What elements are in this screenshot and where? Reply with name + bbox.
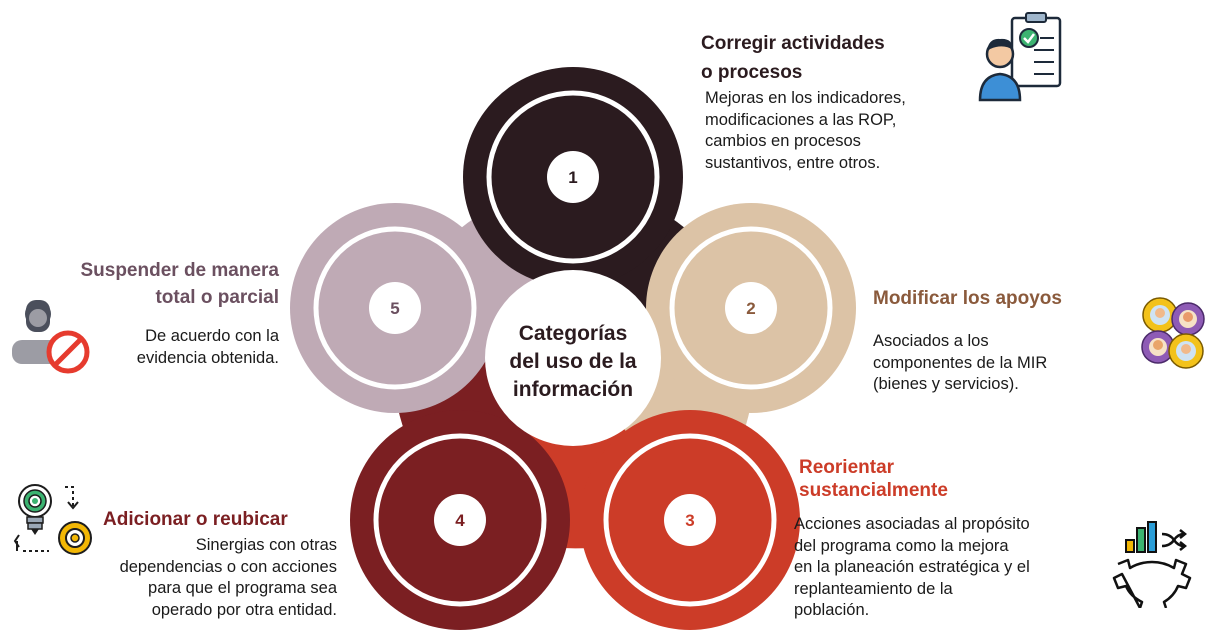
petal-1-ring: [486, 90, 660, 264]
petal-1-badge: [547, 151, 599, 203]
petal-3-ring: [603, 433, 777, 607]
category-2-desc-line: componentes de la MIR: [873, 353, 1048, 372]
category-3-title-line1: Reorientar: [799, 457, 895, 478]
category-3-desc-line: del programa como la mejora: [794, 536, 1009, 555]
petal-2-number: 2: [746, 299, 755, 318]
petal-4-ring: [373, 433, 547, 607]
chart-gear-icon: [1112, 521, 1192, 608]
petal-4-badge: [434, 494, 486, 546]
category-1-desc-line: cambios en procesos: [705, 132, 861, 150]
bulb-gear-icon: [13, 484, 92, 555]
category-1-description: Mejoras en los indicadores, modificacion…: [705, 88, 975, 174]
category-5-title: Suspender de manera total o parcial: [20, 259, 279, 309]
category-5-title-line2: total o parcial: [155, 287, 279, 308]
category-1-desc-line: modificaciones a las ROP,: [705, 110, 897, 129]
category-3-title: Reorientar sustancialmente: [799, 456, 1039, 502]
center-label-line1: Categorías: [519, 322, 628, 345]
petal-4-number: 4: [455, 511, 465, 530]
checklist-person-icon: [978, 12, 1062, 102]
category-2-title: Modificar los apoyos: [873, 288, 1062, 309]
category-3-desc-line: replanteamiento de la: [794, 579, 953, 598]
category-3-desc-line: población.: [794, 601, 870, 619]
petal-1: 1: [463, 67, 683, 287]
category-4-title: Adicionar o reubicar: [103, 509, 288, 530]
category-4-desc-line: Sinergias con otras: [195, 536, 337, 554]
category-5-description: De acuerdo con la evidencia obtenida.: [80, 326, 279, 369]
category-2-description: Asociados a los componentes de la MIR (b…: [873, 331, 1103, 396]
petal-3-badge: [664, 494, 716, 546]
category-3-description: Acciones asociadas al propósito del prog…: [794, 514, 1094, 622]
petal-5-number: 5: [390, 299, 399, 318]
center-label-line3: información: [513, 378, 633, 401]
petal-5: 5: [290, 203, 500, 413]
category-5-desc-line: De acuerdo con la: [145, 327, 279, 345]
category-4-desc-line: operado por otra entidad.: [151, 600, 337, 619]
petal-1-number: 1: [568, 168, 577, 187]
category-1-title: Corregir actividades o procesos: [701, 32, 961, 84]
petal-2-badge: [725, 282, 777, 334]
category-1-title-line1: Corregir actividades: [701, 33, 885, 54]
petal-3: 3: [580, 410, 800, 630]
petal-5-badge: [369, 282, 421, 334]
category-2-desc-line: (bienes y servicios).: [873, 375, 1019, 393]
category-2-desc-line: Asociados a los: [873, 332, 989, 350]
gears-people-icon: [1141, 297, 1205, 369]
category-1-title-line2: o procesos: [701, 62, 803, 83]
petal-2: 2: [646, 203, 856, 413]
petal-2-ring: [669, 226, 833, 390]
petal-3-number: 3: [685, 511, 694, 530]
person-prohibited-icon: [12, 300, 90, 374]
category-5-title-line1: Suspender de manera: [80, 260, 279, 281]
category-3-desc-line: en la planeación estratégica y el: [794, 558, 1030, 576]
category-1-desc-line: sustantivos, entre otros.: [705, 153, 881, 172]
category-3-desc-line: Acciones asociadas al propósito: [794, 515, 1030, 533]
category-4-desc-line: dependencias o con acciones: [119, 557, 337, 576]
category-4-description: Sinergias con otras dependencias o con a…: [30, 535, 337, 621]
petal-4: 4: [350, 410, 570, 630]
petal-5-ring: [313, 226, 477, 390]
category-3-title-line2: sustancialmente: [799, 480, 948, 501]
category-1-desc-line: Mejoras en los indicadores,: [705, 89, 906, 107]
center-label-line2: del uso de la: [509, 350, 637, 373]
category-5-desc-line: evidencia obtenida.: [136, 348, 279, 367]
category-4-desc-line: para que el programa sea: [148, 579, 337, 597]
center-circle: Categorías del uso de la información: [485, 270, 661, 446]
